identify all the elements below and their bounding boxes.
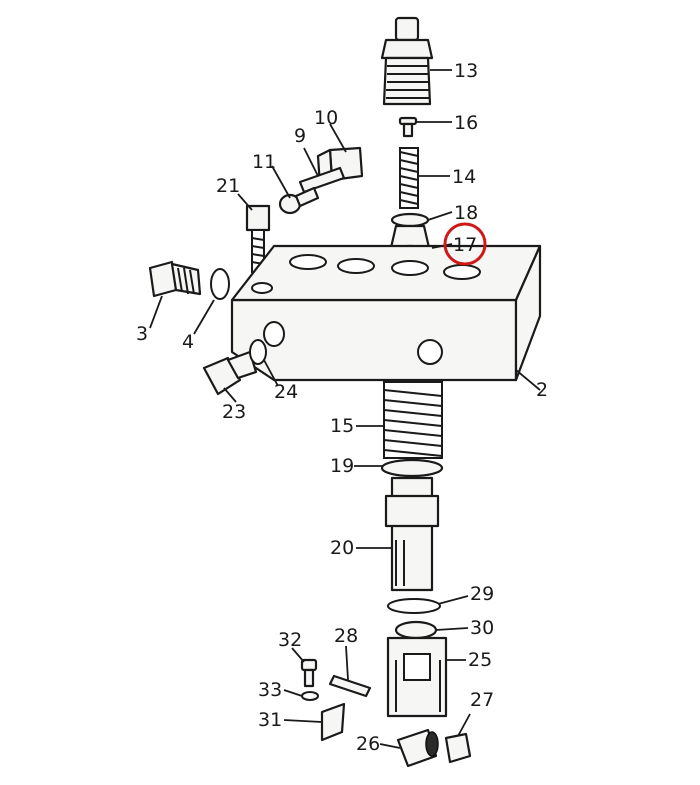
callout-15: 15 (330, 415, 354, 437)
callout-3: 3 (136, 323, 148, 345)
callout-29: 29 (470, 583, 494, 605)
callout-4: 4 (182, 331, 194, 353)
callout-31: 31 (258, 709, 282, 731)
part-18-washer (390, 212, 430, 228)
part-32-bolt (300, 658, 318, 688)
part-23-bolt (202, 350, 258, 396)
part-14-spring (399, 147, 419, 209)
part-2-pump-body (230, 244, 542, 382)
callout-9: 9 (294, 125, 306, 147)
callout-33: 33 (258, 679, 282, 701)
callout-24: 24 (274, 381, 298, 403)
callout-18: 18 (454, 202, 478, 224)
callout-28: 28 (334, 625, 358, 647)
callout-27: 27 (470, 689, 494, 711)
callout-19: 19 (330, 455, 354, 477)
part-25-tappet (386, 636, 448, 718)
part-31-plate (320, 702, 346, 742)
part-19-seat (380, 458, 444, 478)
part-30-cap (394, 620, 438, 640)
callout-13: 13 (454, 60, 478, 82)
part-21-screw (245, 204, 271, 273)
part-4-washer (210, 268, 230, 300)
callout-20: 20 (330, 537, 354, 559)
callout-32: 32 (278, 629, 302, 651)
part-28-pin (328, 674, 372, 698)
callout-30: 30 (470, 617, 494, 639)
part-24-washer (249, 339, 267, 365)
part-27-roller (444, 732, 472, 764)
part-9-stud (298, 166, 346, 194)
callout-2: 2 (536, 379, 548, 401)
callout-10: 10 (314, 107, 338, 129)
part-33-washer (301, 691, 319, 701)
callout-17: 17 (453, 234, 477, 256)
callout-labels: 13 16 14 18 17 10 9 11 21 3 4 2 24 23 15… (136, 60, 548, 755)
part-29-circlip (387, 598, 441, 614)
callout-21: 21 (216, 175, 240, 197)
part-26-roller (396, 728, 439, 768)
callout-11: 11 (252, 151, 276, 173)
part-3-plug (148, 260, 202, 298)
callout-26: 26 (356, 733, 380, 755)
part-15-spring (383, 381, 443, 459)
leader-lines (149, 69, 541, 749)
part-20-plunger (384, 476, 440, 592)
part-11-bolt (278, 186, 320, 215)
callout-14: 14 (452, 166, 476, 188)
part-16-screw (398, 116, 418, 138)
highlight-circle (443, 222, 487, 266)
callout-16: 16 (454, 112, 478, 134)
callout-25: 25 (468, 649, 492, 671)
callout-23: 23 (222, 401, 246, 423)
part-13-valve-holder (380, 16, 434, 106)
